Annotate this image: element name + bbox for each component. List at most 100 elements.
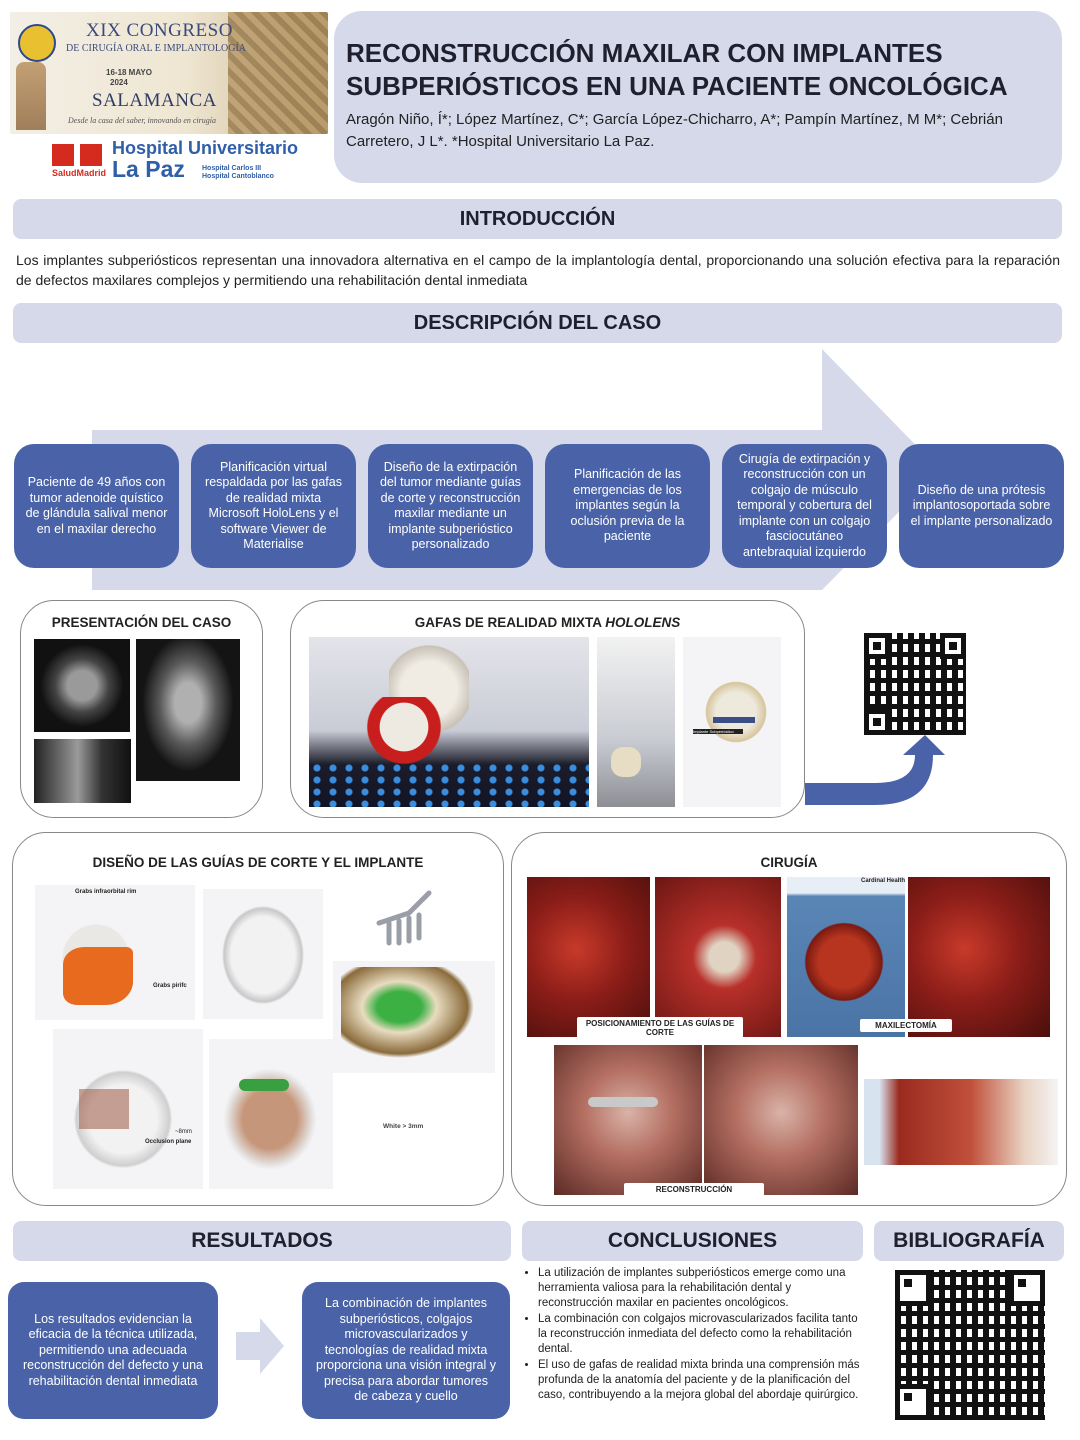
planning-skull-render bbox=[341, 967, 487, 1067]
ct-sagittal-image bbox=[34, 739, 131, 803]
cathedral-illustration bbox=[16, 62, 46, 130]
results-heading: RESULTADOS bbox=[13, 1221, 511, 1261]
hospital-sub-line1: Hospital Carlos III bbox=[202, 165, 262, 172]
congress-subtitle: DE CIRUGÍA ORAL E IMPLANTOLOGÍA bbox=[66, 43, 246, 54]
congress-banner: XIX CONGRESO DE CIRUGÍA ORAL E IMPLANTOL… bbox=[10, 12, 328, 134]
results-box-1: Los resultados evidencian la eficacia de… bbox=[8, 1282, 218, 1419]
label-infraorbital: Grabs infraorbital rim bbox=[75, 889, 137, 895]
surgery-photo-2 bbox=[655, 877, 781, 1037]
qr-finder-tr bbox=[940, 633, 966, 659]
congress-seal-icon bbox=[18, 24, 56, 62]
white-skull-render bbox=[213, 895, 313, 1015]
madrid-flag-icon bbox=[80, 144, 102, 166]
implant-shape-icon bbox=[376, 890, 432, 946]
presentation-panel: PRESENTACIÓN DEL CASO bbox=[20, 600, 263, 818]
vascular-skull-render bbox=[215, 1059, 325, 1179]
occlusion-planning-render bbox=[333, 961, 495, 1073]
resected-specimen-photo: Cardinal Health bbox=[787, 877, 905, 1037]
congress-motto: Desde la casa del saber, innovando en ci… bbox=[68, 116, 216, 125]
hospital-room-image bbox=[597, 637, 675, 807]
label-maxillectomy: MAXILECTOMÍA bbox=[860, 1019, 952, 1032]
hololens-title-text: GAFAS DE REALIDAD MIXTA bbox=[414, 615, 606, 630]
poster-title: RECONSTRUCCIÓN MAXILAR CON IMPLANTES SUB… bbox=[346, 38, 1008, 101]
congress-year: 2024 bbox=[110, 78, 128, 87]
process-step-1: Paciente de 49 años con tumor adenoide q… bbox=[14, 444, 179, 568]
skull-cutting-guide-render: Grabs infraorbital rim Grabs pirifc bbox=[35, 885, 195, 1020]
salud-madrid-cross-icon bbox=[52, 144, 74, 166]
surgery-title: CIRUGÍA bbox=[760, 855, 818, 870]
hospital-logo: SaludMadrid Hospital Universitario La Pa… bbox=[52, 138, 302, 182]
qr-code-case[interactable] bbox=[864, 633, 966, 735]
skull-print-image bbox=[611, 747, 641, 777]
process-step-2: Planificación virtual respaldada por las… bbox=[191, 444, 356, 568]
skull-model-front bbox=[364, 697, 444, 772]
mri-coronal-image bbox=[136, 639, 240, 781]
hololens-panel: GAFAS DE REALIDAD MIXTA HOLOLENS Implant… bbox=[290, 600, 805, 818]
label-white: White > 3mm bbox=[383, 1123, 424, 1130]
results-arrow-icon bbox=[236, 1318, 284, 1374]
mri-axial-image bbox=[34, 639, 130, 732]
hospital-name-line1: Hospital Universitario bbox=[112, 138, 299, 158]
holo-label: Implante Subperióstico bbox=[693, 729, 743, 734]
presentation-title: PRESENTACIÓN DEL CASO bbox=[51, 615, 232, 630]
hospital-sub-line2: Hospital Cantoblanco bbox=[202, 173, 274, 180]
hologram-grid bbox=[309, 762, 589, 807]
implant-in-photo bbox=[588, 1097, 658, 1107]
reconstruction-photo-2 bbox=[704, 1045, 858, 1195]
conclusions-heading: CONCLUSIONES bbox=[522, 1221, 863, 1261]
process-step-3: Diseño de la extirpación del tumor media… bbox=[368, 444, 533, 568]
design-title: DISEÑO DE LAS GUÍAS DE CORTE Y EL IMPLAN… bbox=[92, 855, 424, 870]
qr-finder-tr-bib bbox=[1009, 1270, 1045, 1306]
surgery-panel: CIRUGÍA POSICIONAMIENTO DE LAS GUÍAS DE … bbox=[511, 832, 1067, 1206]
intro-text: Los implantes subperiósticos representan… bbox=[16, 252, 1060, 288]
specimen-tissue bbox=[799, 917, 889, 1007]
congress-painting bbox=[228, 12, 328, 134]
qr-finder-tl-bib bbox=[895, 1270, 931, 1306]
label-distance: ~8mm bbox=[175, 1129, 192, 1135]
poster-authors: Aragón Niño, Í*; López Martínez, C*; Gar… bbox=[346, 111, 1003, 150]
hololens-view-image bbox=[309, 637, 589, 807]
hospital-name-line2: La Paz bbox=[112, 156, 185, 182]
process-step-5: Cirugía de extirpación y reconstrucción … bbox=[722, 444, 887, 568]
vascular-render bbox=[209, 1039, 333, 1189]
congress-dates: 16-18 MAYO bbox=[106, 68, 152, 77]
conclusion-item-3: El uso de gafas de realidad mixta brinda… bbox=[538, 1358, 860, 1403]
skull-hologram bbox=[701, 677, 771, 747]
congress-city: SALAMANCA bbox=[92, 90, 217, 111]
results-box-2: La combinación de implantes subperióstic… bbox=[302, 1282, 510, 1419]
label-occlusion-plane: Occlusion plane bbox=[145, 1139, 192, 1145]
conclusion-item-1: La utilización de implantes subperióstic… bbox=[538, 1266, 860, 1311]
surgery-photo-1 bbox=[527, 877, 650, 1037]
salud-madrid-label: SaludMadrid bbox=[52, 168, 107, 178]
qr-finder-bl-bib bbox=[895, 1384, 931, 1420]
cardinal-caption: Cardinal Health bbox=[860, 878, 905, 884]
qr-finder-bl bbox=[864, 709, 890, 735]
implant-render bbox=[369, 883, 449, 953]
design-panel: DISEÑO DE LAS GUÍAS DE CORTE Y EL IMPLAN… bbox=[12, 832, 504, 1206]
label-reconstruction: RECONSTRUCCIÓN bbox=[624, 1183, 764, 1196]
orange-guide-render bbox=[63, 947, 133, 1005]
hololens-title-italic: HOLOLENS bbox=[605, 615, 681, 630]
qr-code-bibliography[interactable] bbox=[895, 1270, 1045, 1420]
case-heading: DESCRIPCIÓN DEL CASO bbox=[13, 303, 1062, 343]
process-step-4: Planificación de las emergencias de los … bbox=[545, 444, 710, 568]
intro-heading: INTRODUCCIÓN bbox=[13, 199, 1062, 239]
hololens-title: GAFAS DE REALIDAD MIXTA HOLOLENS bbox=[291, 615, 804, 630]
conclusions-list: La utilización de implantes subperióstic… bbox=[522, 1266, 860, 1404]
curved-arrow-icon bbox=[805, 735, 945, 805]
congress-title: XIX CONGRESO bbox=[86, 20, 233, 41]
implant-hologram-bar bbox=[713, 717, 755, 723]
conclusion-item-2: La combinación con colgajos microvascula… bbox=[538, 1312, 860, 1357]
forearm-flap-photo bbox=[864, 1079, 1058, 1165]
label-piriform: Grabs pirifc bbox=[153, 983, 187, 989]
label-guides: POSICIONAMIENTO DE LAS GUÍAS DE CORTE bbox=[577, 1017, 743, 1039]
maxillectomy-photo bbox=[908, 877, 1050, 1037]
process-step-6: Diseño de una prótesis implantosoportada… bbox=[899, 444, 1064, 568]
skull-implant-render bbox=[203, 889, 323, 1019]
bibliography-heading: BIBLIOGRAFÍA bbox=[874, 1221, 1064, 1261]
qr-finder-tl bbox=[864, 633, 890, 659]
reconstruction-photo-1 bbox=[554, 1045, 702, 1195]
hospital-sub: Hospital Carlos III Hospital Cantoblanco bbox=[202, 165, 274, 181]
implant-hologram-image: Implante Subperióstico bbox=[683, 637, 781, 807]
occlusion-side-render: ~8mm Occlusion plane bbox=[53, 1029, 203, 1189]
